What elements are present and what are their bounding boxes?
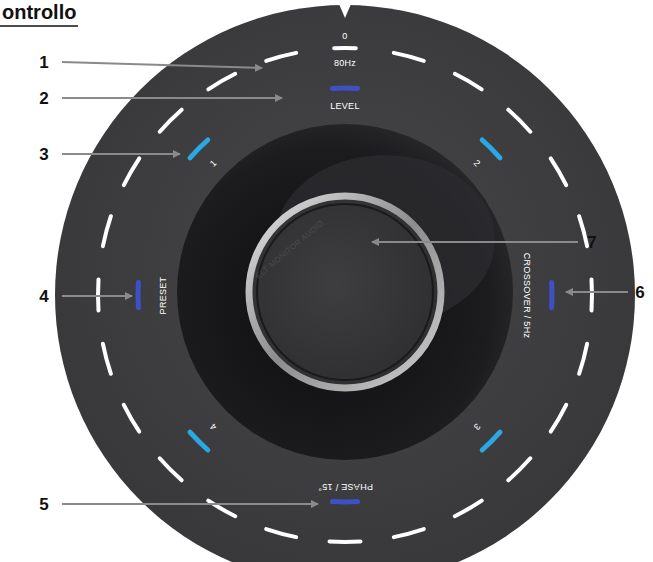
scale-dash [579,216,587,246]
scale-dash [124,158,140,185]
scale-dash [103,344,111,374]
preset-label: PRESET [160,276,169,314]
title-underline [0,25,78,27]
scale-dash [551,158,567,185]
rotary-knob [249,196,441,388]
scale-dash [508,110,530,132]
callout-number: 1 [39,54,48,71]
scale-dash [508,458,530,480]
level-label: LEVEL [330,102,360,111]
scale-dash [551,405,567,432]
scale-dash [330,540,361,544]
indicator-lights [138,88,552,502]
preset-indicator [190,432,208,450]
scale-dash [394,53,424,61]
scale-dash [455,501,482,517]
scale-dash [208,74,235,90]
scale-dash [124,405,140,432]
scale-dash [160,458,182,480]
phase-label: PHASE / 15° [318,482,373,491]
top-notch [339,4,351,18]
callout-number: 3 [39,146,48,163]
leader-lines [62,62,628,504]
function-indicator [332,86,357,91]
preset-indicator [482,140,500,158]
scale-dash [590,280,594,311]
title-text: ontrollo [2,2,76,22]
preset-indicator [482,432,500,450]
knob-recess [177,124,513,460]
scale-zero: 0 [342,32,347,41]
scale-dash [103,216,111,246]
controller-body [55,5,635,562]
callout-number: 5 [39,496,48,513]
function-indicator [332,499,357,504]
callout-number: 4 [39,288,48,305]
scale-dash [394,529,424,537]
scale-dash [334,46,356,50]
crossover-label: CROSSOVER / 5Hz [522,252,531,338]
function-indicator [136,282,141,307]
callout-number: 2 [39,90,48,107]
function-indicator [549,282,554,307]
preset-indicator [190,140,208,158]
callout-number: 6 [635,284,644,301]
scale-dash [160,110,182,132]
scale-dashes [98,48,592,542]
knob-inner-edge [257,204,433,380]
scale-dash [266,53,296,61]
scale-frequency: 80Hz [334,59,356,68]
scale-dash [266,529,296,537]
callout-number: 7 [587,234,596,251]
scale-dash [579,344,587,374]
scale-dash [455,74,482,90]
